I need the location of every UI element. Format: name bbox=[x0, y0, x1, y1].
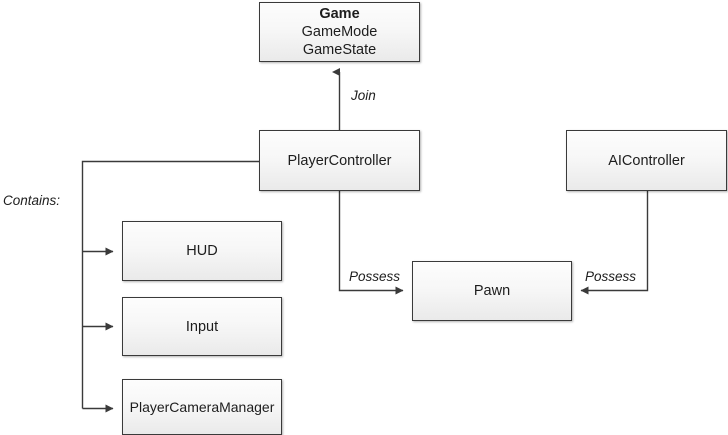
node-game-gamemode: GameMode bbox=[301, 24, 378, 40]
node-player-camera-manager[interactable]: PlayerCameraManager bbox=[122, 379, 282, 435]
edge-label-join: Join bbox=[351, 88, 376, 103]
node-input[interactable]: Input bbox=[122, 297, 282, 356]
node-pawn[interactable]: Pawn bbox=[412, 261, 572, 321]
node-pawn-label: Pawn bbox=[473, 283, 511, 299]
node-player-controller-label: PlayerController bbox=[287, 152, 392, 169]
node-hud-label: HUD bbox=[186, 243, 218, 259]
node-input-label: Input bbox=[185, 318, 219, 335]
node-ai-controller[interactable]: AIController bbox=[566, 130, 727, 191]
edge-label-possess-ai: Possess bbox=[585, 269, 637, 284]
node-hud[interactable]: HUD bbox=[122, 221, 282, 281]
node-ai-controller-label: AIController bbox=[608, 152, 685, 169]
node-game-heading: Game bbox=[319, 6, 360, 22]
node-player-camera-manager-label: PlayerCameraManager bbox=[129, 399, 275, 415]
node-game-gamestate: GameState bbox=[302, 42, 377, 58]
edge-label-possess-player: Possess bbox=[349, 269, 401, 284]
legend-contains-label: Contains: bbox=[3, 193, 61, 208]
node-player-controller[interactable]: PlayerController bbox=[259, 130, 420, 191]
node-game[interactable]: Game GameMode GameState bbox=[259, 2, 420, 62]
edge-contains-trunk bbox=[81, 160, 259, 409]
